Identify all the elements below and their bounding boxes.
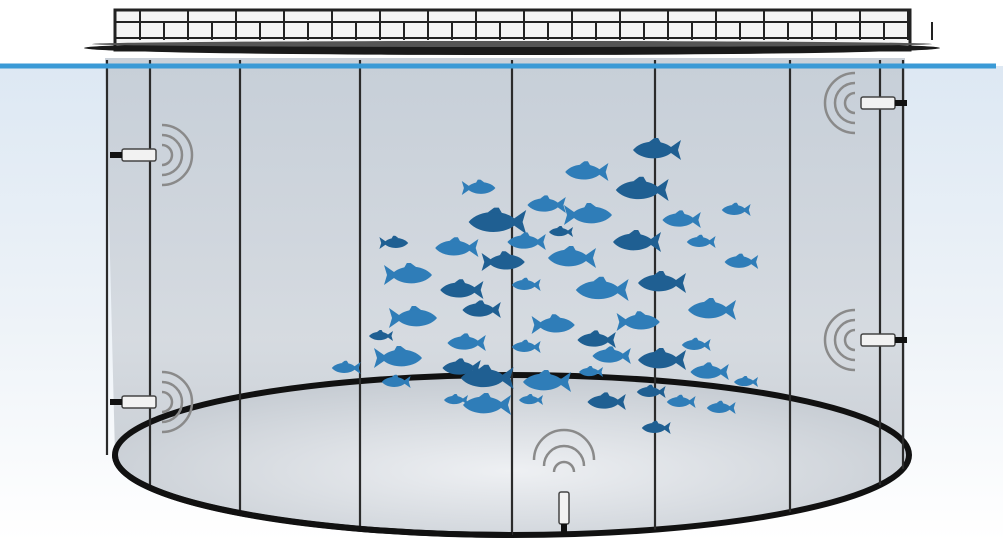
signal-waves-icon (161, 390, 174, 414)
signal-waves-icon (161, 133, 184, 177)
signal-waves-icon (823, 308, 856, 372)
signal-waves-icon (161, 123, 194, 187)
signal-waves-icon (161, 143, 174, 167)
sensor-icon (110, 123, 194, 187)
signal-waves-icon (833, 81, 856, 125)
sensor-group (110, 71, 907, 536)
signal-waves-icon (532, 428, 596, 461)
signal-waves-icon (161, 380, 184, 424)
signal-waves-icon (843, 91, 856, 115)
sensor-body (558, 491, 570, 525)
sensor-icon (823, 71, 907, 135)
sensor-body (121, 395, 157, 409)
sensor-mount (895, 100, 907, 106)
sensor-mount (895, 337, 907, 343)
sensor-mount (110, 152, 122, 158)
sensor-icon (823, 308, 907, 372)
signal-waves-icon (542, 444, 586, 467)
float-ring-icon (84, 8, 940, 55)
sensor-body (860, 96, 896, 110)
signal-waves-icon (833, 318, 856, 362)
signal-waves-icon (823, 71, 856, 135)
sensor-body (860, 333, 896, 347)
sensor-mount (110, 399, 122, 405)
net-floor-front-edge (112, 454, 513, 538)
signal-waves-icon (843, 328, 856, 352)
sensor-mount (561, 524, 567, 536)
signal-waves-icon (552, 460, 576, 473)
sensor-icon (110, 370, 194, 434)
sensor-body (121, 148, 157, 162)
signal-waves-icon (161, 370, 194, 434)
sensor-icon (532, 428, 596, 536)
